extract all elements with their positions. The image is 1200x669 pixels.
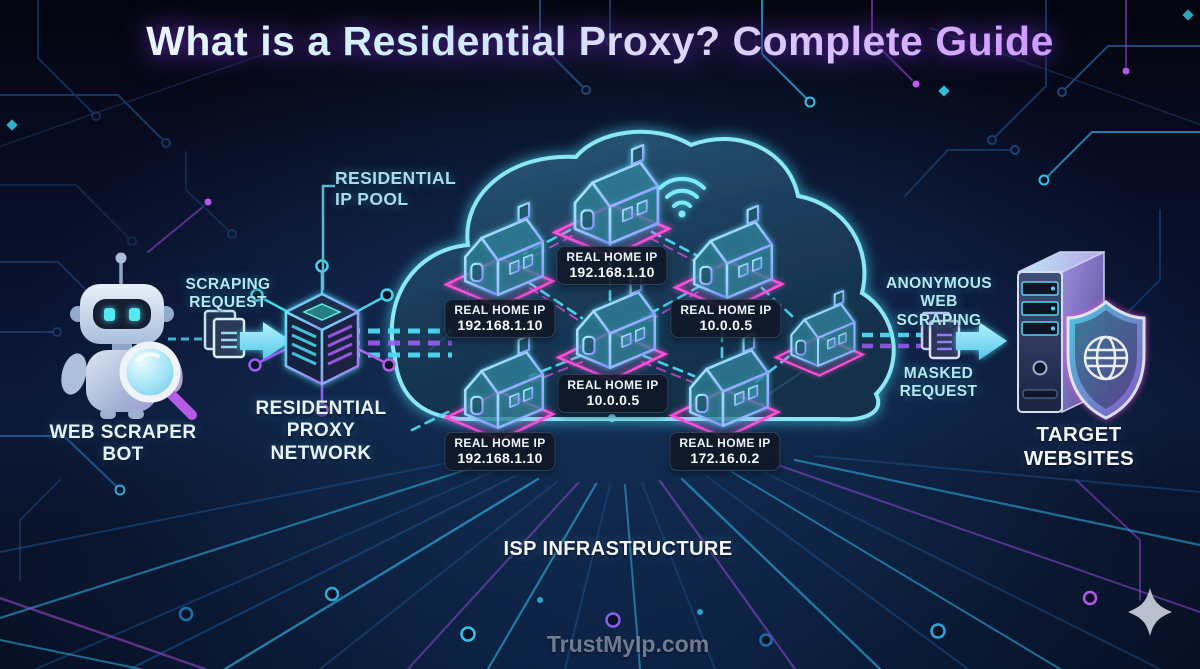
ip-chip-upper-right: REAL HOME IP 10.0.0.5	[670, 299, 782, 338]
ip-pool-connector-line	[321, 184, 335, 290]
ip-chip-center: REAL HOME IP 10.0.0.5	[557, 374, 669, 413]
ip-chip-upper-left: REAL HOME IP 192.168.1.10	[444, 299, 556, 338]
residential-ip-pool-label: RESIDENTIAL IP POOL	[335, 168, 456, 209]
watermark: TrustMyIp.com	[546, 631, 710, 657]
sparkle-icon	[1128, 588, 1172, 636]
arrow-right-icon	[956, 322, 1007, 360]
perspective-lines	[0, 455, 1200, 669]
wifi-icon	[658, 176, 706, 218]
arrow-right-icon	[240, 322, 291, 360]
ip-chip-lower-left: REAL HOME IP 192.168.1.10	[444, 432, 556, 471]
masked-request-label: MASKED REQUEST	[899, 365, 978, 401]
shield-globe-icon	[1066, 300, 1146, 420]
magnifier-icon	[119, 341, 197, 420]
scraping-request-label: SCRAPING REQUEST	[185, 276, 271, 312]
data-streams	[168, 328, 922, 358]
documents-icon	[203, 309, 246, 359]
isp-infrastructure-label: ISP INFRASTRUCTURE	[503, 538, 733, 560]
isp-connector-line	[608, 414, 616, 533]
residential-proxy-network-label: RESIDENTIAL PROXY NETWORK	[255, 398, 387, 464]
web-scraper-bot-label: WEB SCRAPER BOT	[49, 422, 197, 466]
ip-chip-top: REAL HOME IP 192.168.1.10	[556, 246, 668, 285]
target-websites-label: TARGET WEBSITES	[1023, 423, 1135, 471]
robot-scraper-icon	[61, 252, 197, 420]
anonymous-web-scraping-label: ANONYMOUS WEB SCRAPING	[885, 275, 993, 329]
page-title: What is a Residential Proxy? Complete Gu…	[0, 18, 1200, 65]
ip-chip-lower-right: REAL HOME IP 172.16.0.2	[669, 432, 781, 471]
